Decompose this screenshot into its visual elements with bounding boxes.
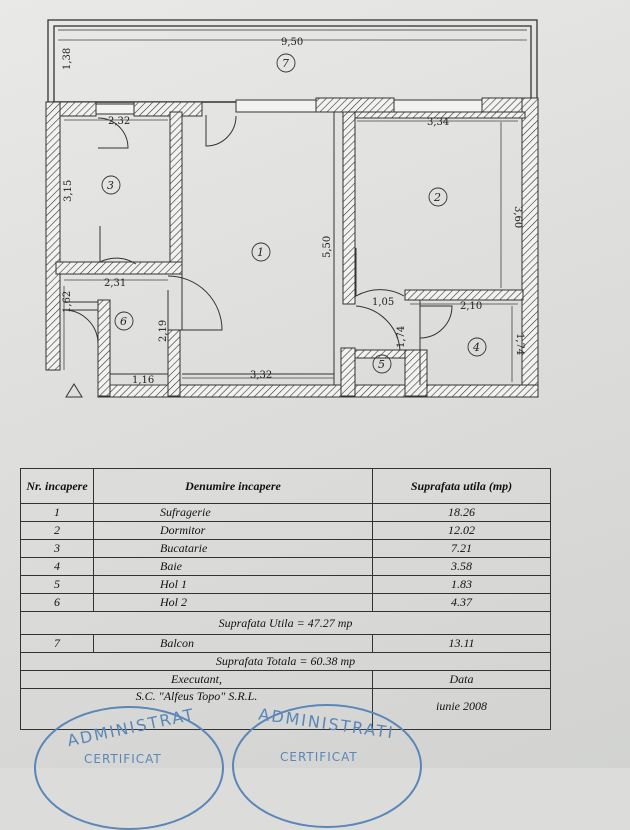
balcony-outline xyxy=(47,19,538,103)
dim-bath-width: 2,10 xyxy=(460,301,482,312)
stamp-right: ADMINISTRATI CERTIFICAT xyxy=(232,704,422,828)
room-number-3: 3 xyxy=(107,179,114,192)
room-number-6: 6 xyxy=(120,315,127,328)
row-area: 3.58 xyxy=(372,557,551,576)
table-row: 6 Hol 2 4.37 xyxy=(20,593,551,612)
stamp-right-bottom-text: CERTIFICAT xyxy=(280,750,358,764)
dim-bedroom-width: 3,34 xyxy=(427,117,449,128)
row-name: Hol 2 xyxy=(93,593,373,612)
row-nr: 6 xyxy=(20,593,94,612)
date-label: Data xyxy=(372,670,551,689)
stamp-left: ADMINISTRAT CERTIFICAT xyxy=(34,705,224,830)
dim-hall2-depth-b: 2,19 xyxy=(158,320,169,342)
date-value: iunie 2008 xyxy=(372,688,551,730)
useful-total: Suprafata Utila = 47.27 mp xyxy=(20,611,551,635)
row-nr: 7 xyxy=(20,634,94,653)
table-row: 7 Balcon 13.11 xyxy=(20,634,551,653)
grand-total: Suprafata Totala = 60.38 mp xyxy=(20,652,551,671)
dim-hall2-width: 2,31 xyxy=(104,278,126,289)
row-area: 1.83 xyxy=(372,575,551,594)
dim-kitchen-depth: 3,15 xyxy=(63,180,74,202)
header-name: Denumire incapere xyxy=(93,468,373,504)
dim-bath-depth: 1,74 xyxy=(514,333,525,355)
windows xyxy=(95,99,483,115)
row-nr: 4 xyxy=(20,557,94,576)
room-number-2: 2 xyxy=(433,191,441,204)
dim-balcony-width: 9,50 xyxy=(281,37,303,48)
useful-total-row: Suprafata Utila = 47.27 mp xyxy=(20,611,551,635)
dim-living-depth: 5,50 xyxy=(322,236,333,258)
room-number-5: 5 xyxy=(378,358,385,371)
dim-hall1-width: 1,05 xyxy=(372,297,394,308)
row-area: 18.26 xyxy=(372,503,551,522)
room-markers xyxy=(101,53,487,374)
dimension-lines xyxy=(58,39,527,386)
row-name: Baie xyxy=(93,557,373,576)
room-number-1: 1 xyxy=(257,246,264,259)
dim-bedroom-depth: 3,60 xyxy=(512,206,523,228)
dim-balcony-depth: 1,38 xyxy=(62,48,73,70)
table-header-row: Nr. incapere Denumire incapere Suprafata… xyxy=(20,468,551,504)
row-nr: 3 xyxy=(20,539,94,558)
dim-kitchen-width: 2,32 xyxy=(108,116,130,127)
row-name: Dormitor xyxy=(93,521,373,540)
dim-living-width: 3,32 xyxy=(250,370,272,381)
room-number-4: 4 xyxy=(472,341,480,354)
row-name: Hol 1 xyxy=(93,575,373,594)
row-name: Sufragerie xyxy=(93,503,373,522)
table-row: 2 Dormitor 12.02 xyxy=(20,521,551,540)
interior-lines xyxy=(63,112,520,398)
row-name: Bucatarie xyxy=(93,539,373,558)
area-table: Nr. incapere Denumire incapere Suprafata… xyxy=(20,468,551,730)
stamp-left-bottom-text: CERTIFICAT xyxy=(84,752,162,766)
row-nr: 2 xyxy=(20,521,94,540)
row-nr: 1 xyxy=(20,503,94,522)
dim-hall1-depth: 1,74 xyxy=(396,326,407,348)
row-area: 7.21 xyxy=(372,539,551,558)
header-area: Suprafata utila (mp) xyxy=(372,468,551,504)
row-area: 12.02 xyxy=(372,521,551,540)
floor-plan: 9,50 1,38 2,32 3,15 3,34 3,60 5,50 3,32 … xyxy=(45,19,539,398)
executant-label: Executant, xyxy=(20,670,373,689)
table-row: 1 Sufragerie 18.26 xyxy=(20,503,551,522)
table-row: 3 Bucatarie 7.21 xyxy=(20,539,551,558)
dim-hall2-bottom: 1,16 xyxy=(132,375,154,386)
table-row: 5 Hol 1 1.83 xyxy=(20,575,551,594)
row-name: Balcon xyxy=(93,634,373,653)
table-row: 4 Baie 3.58 xyxy=(20,557,551,576)
executant-header-row: Executant, Data xyxy=(20,670,551,689)
dim-hall2-depth: 1,62 xyxy=(62,291,73,313)
header-nr: Nr. incapere xyxy=(20,468,94,504)
row-area: 13.11 xyxy=(372,634,551,653)
row-area: 4.37 xyxy=(372,593,551,612)
grand-total-row: Suprafata Totala = 60.38 mp xyxy=(20,652,551,671)
walls xyxy=(45,97,539,398)
room-number-7: 7 xyxy=(282,57,289,70)
row-nr: 5 xyxy=(20,575,94,594)
